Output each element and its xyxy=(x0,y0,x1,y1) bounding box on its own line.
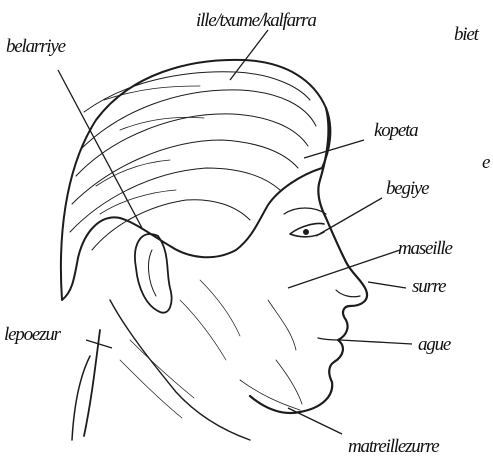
label-kopeta: kopeta xyxy=(374,120,418,141)
label-belarriye: belarriye xyxy=(6,36,66,57)
leader-ille xyxy=(230,30,268,80)
neck-engraving xyxy=(72,280,250,440)
face-engraving xyxy=(240,108,367,413)
labels: belarriye ille/txume/kalfarra biet kopet… xyxy=(4,10,490,457)
label-biet: biet xyxy=(454,24,480,45)
leader-matreillezurre xyxy=(288,408,342,434)
hair-engraving xyxy=(61,60,330,300)
leader-surre xyxy=(368,282,406,288)
label-lepoezur: lepoezur xyxy=(4,324,62,345)
label-matreillezurre: matreillezurre xyxy=(348,436,439,457)
leader-belarriye xyxy=(58,70,142,228)
label-ille: ille/txume/kalfarra xyxy=(196,10,316,31)
label-surre: surre xyxy=(412,276,446,297)
label-begiye: begiye xyxy=(386,178,429,199)
label-e: e xyxy=(482,152,490,173)
head-illustration xyxy=(61,60,367,440)
ear-engraving xyxy=(135,234,172,313)
label-ague: ague xyxy=(418,334,451,355)
leader-kopeta xyxy=(304,140,364,158)
label-maseille: maseille xyxy=(398,238,452,259)
leader-ague xyxy=(340,340,412,344)
